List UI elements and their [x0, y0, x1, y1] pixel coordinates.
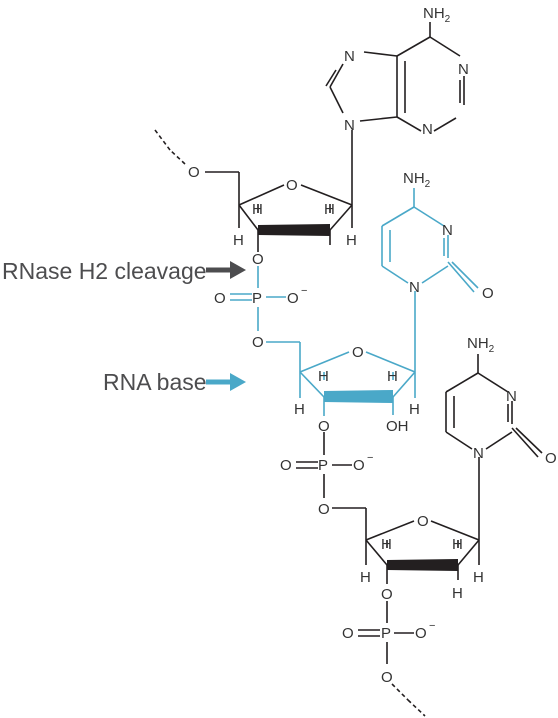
atom-o: O: [415, 625, 427, 642]
charge-minus: −: [429, 620, 435, 632]
ring-oxygen: O: [352, 344, 364, 361]
rnase-h2-cleavage-label: RNase H2 cleavage: [2, 258, 207, 284]
atom-o: O: [280, 457, 292, 474]
atom-o: O: [381, 669, 393, 686]
atom-h: H: [381, 536, 392, 553]
atom-h: H: [409, 401, 420, 418]
ring-oxygen: O: [417, 513, 429, 530]
atom-h: H: [252, 201, 263, 218]
atom-o: O: [482, 285, 494, 302]
rna-cytosine-labels: NH2 N N O: [403, 170, 494, 302]
adenine-atom-labels: NH2 N N N N: [344, 5, 469, 138]
rnase-h2-cleavage-callout: RNase H2 cleavage: [2, 258, 246, 284]
atom-n: N: [409, 279, 420, 296]
atom-h: H: [233, 232, 244, 249]
amino-label: NH2: [423, 5, 451, 25]
first-phosphate-labels: O P O O − O: [214, 251, 307, 351]
second-phosphate: [296, 432, 366, 509]
second-phosphate-labels: O P O O − O: [280, 418, 373, 518]
atom-o: O: [342, 625, 354, 642]
atom-n: N: [422, 121, 433, 138]
atom-n: N: [344, 117, 355, 134]
atom-p: P: [381, 625, 391, 642]
atom-h: H: [346, 232, 357, 249]
charge-minus: −: [301, 285, 307, 297]
blue-arrow-icon: [206, 373, 246, 391]
atom-h: H: [452, 585, 463, 602]
atom-p: P: [318, 457, 328, 474]
atom-h: H: [294, 401, 305, 418]
ribose-atom-labels: O H H H H OH: [294, 344, 420, 435]
atom-o: O: [381, 586, 393, 603]
amino-label: NH2: [403, 170, 431, 190]
atom-o: O: [188, 164, 200, 181]
atom-h: H: [473, 569, 484, 586]
ribose-sugar: [299, 342, 416, 416]
atom-h: H: [318, 368, 329, 385]
atom-o: O: [214, 290, 226, 307]
rna-base-callout: RNA base: [103, 369, 246, 395]
atom-h: H: [324, 201, 335, 218]
bottom-deoxyribose-sugar: [365, 508, 480, 584]
atom-o: O: [252, 251, 264, 268]
atom-h: H: [360, 569, 371, 586]
atom-o: O: [318, 418, 330, 435]
atom-o: O: [545, 450, 557, 467]
atom-n: N: [458, 61, 469, 78]
first-phosphate: [230, 266, 300, 343]
atom-h: H: [452, 536, 463, 553]
dna-cytosine-base: [445, 354, 543, 540]
atom-o: O: [353, 457, 365, 474]
dark-arrow-icon: [206, 261, 246, 279]
rna-base-label: RNA base: [103, 369, 207, 395]
ring-oxygen: O: [286, 177, 298, 194]
atom-n: N: [506, 388, 517, 405]
rna-cytosine-base: [381, 188, 479, 372]
hydroxyl-label: OH: [386, 418, 409, 435]
adenine-base: [325, 22, 465, 205]
amino-label: NH2: [467, 335, 495, 355]
atom-h: H: [387, 368, 398, 385]
atom-n: N: [344, 48, 355, 65]
top-sugar-atom-labels: O O H H H H: [188, 164, 357, 249]
top-deoxyribose-sugar: [154, 129, 353, 252]
charge-minus: −: [367, 452, 373, 464]
third-phosphate-labels: O P O O − O: [342, 586, 435, 686]
atom-o: O: [252, 334, 264, 351]
atom-p: P: [252, 290, 262, 307]
atom-n: N: [442, 222, 453, 239]
atom-o: O: [318, 501, 330, 518]
atom-o: O: [287, 290, 299, 307]
bottom-sugar-atom-labels: O H H H H H: [360, 513, 484, 602]
atom-n: N: [473, 445, 484, 462]
dna-cytosine-labels: NH2 N N O: [467, 335, 557, 467]
third-phosphate: [358, 601, 426, 717]
